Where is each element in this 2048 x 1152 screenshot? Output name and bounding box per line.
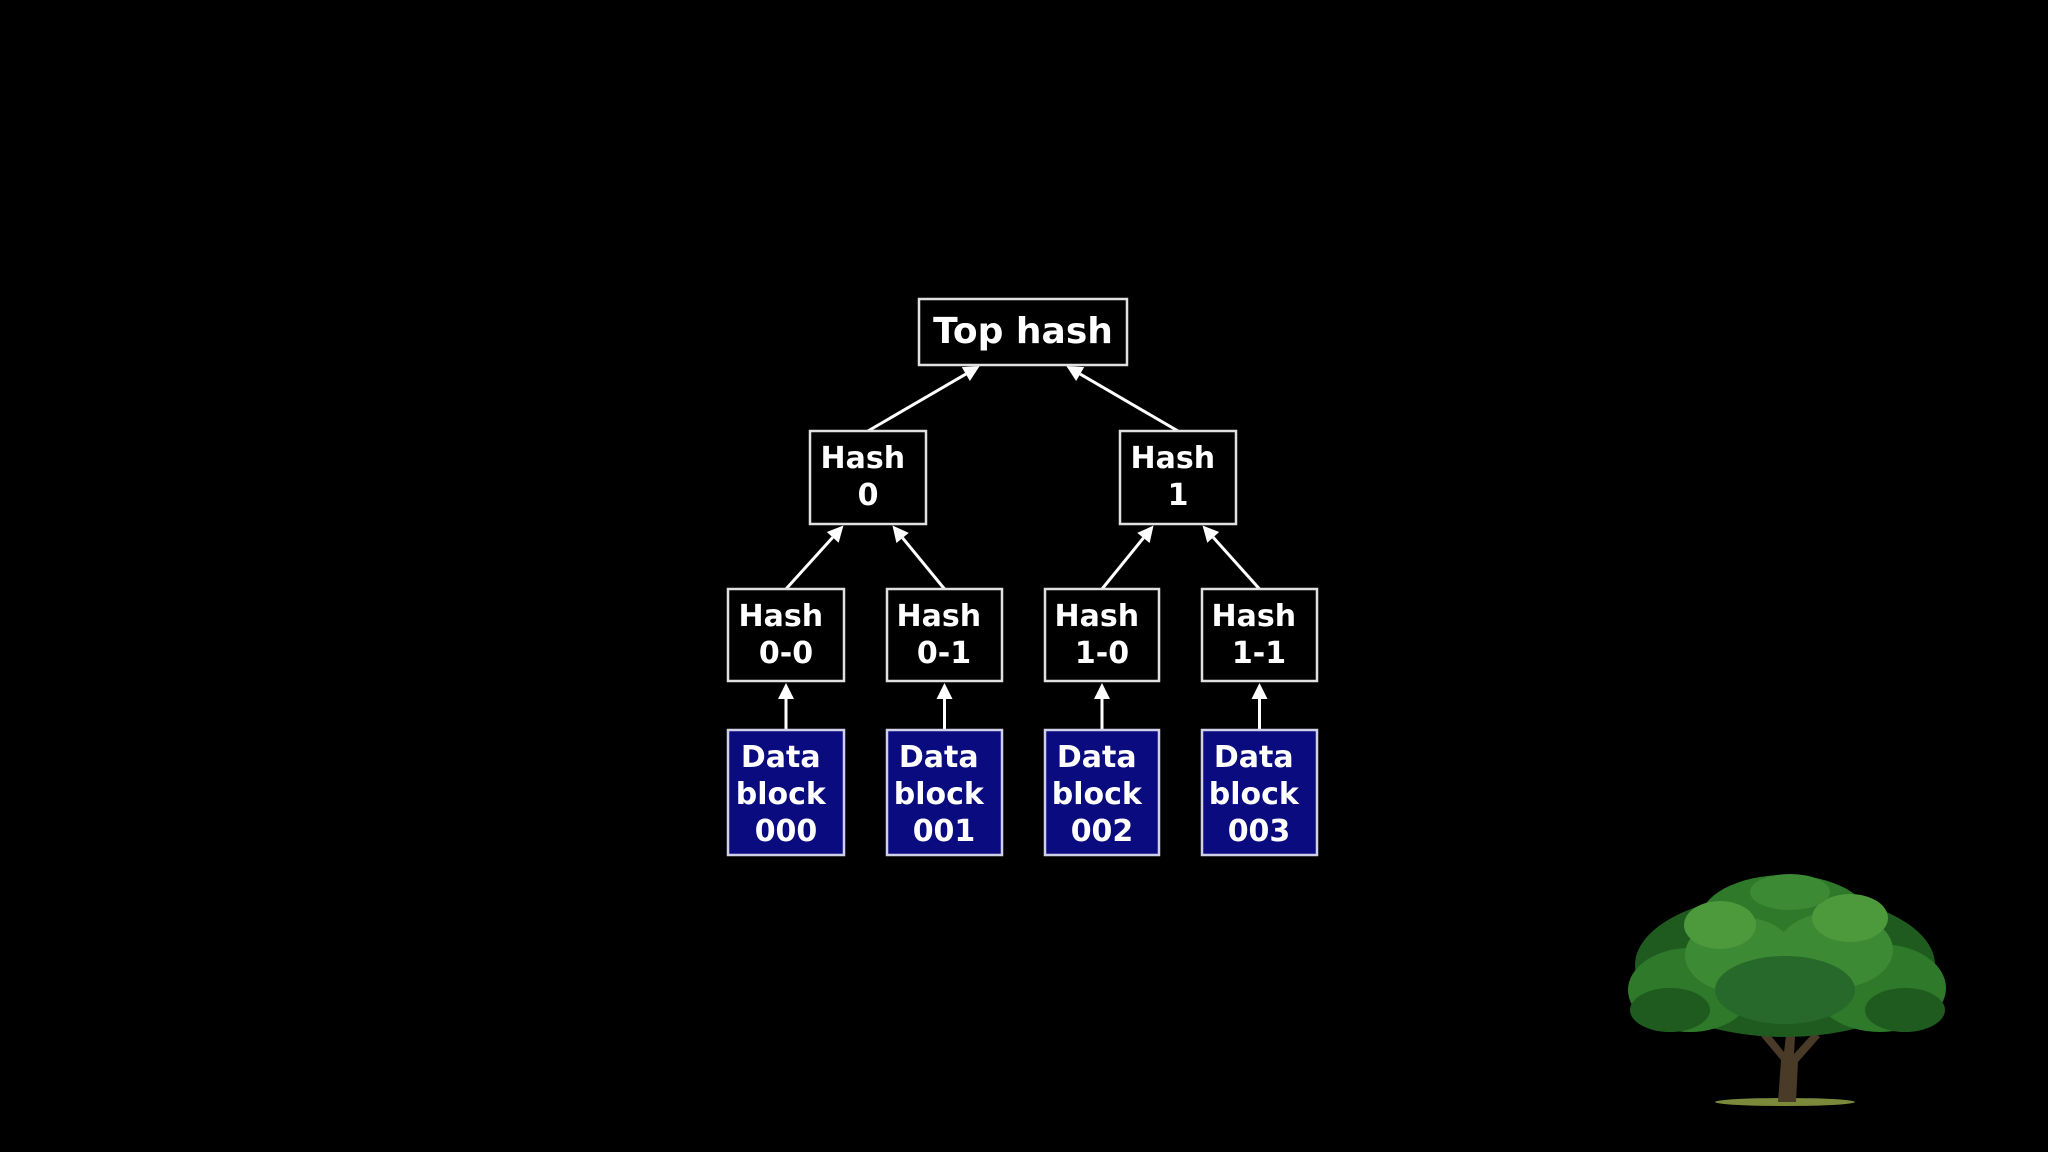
node-data-block-003-line-2: block bbox=[1209, 777, 1300, 812]
tree-icon bbox=[1628, 874, 1946, 1106]
node-hash-0-0-line-2: 0-0 bbox=[759, 636, 813, 671]
node-hash-1-0: Hash 1-0 bbox=[1043, 587, 1161, 683]
node-data-block-001-line-1: Data bbox=[899, 740, 979, 775]
edge-h0-to-top bbox=[867, 372, 967, 433]
node-data-block-002-line-3: 002 bbox=[1071, 814, 1134, 849]
arrowhead-d001-to-h01 bbox=[936, 683, 953, 699]
node-hash-1-line-1: Hash bbox=[1130, 441, 1215, 476]
node-hash-1-line-2: 1 bbox=[1168, 478, 1189, 513]
node-hash-1-1-line-2: 1-1 bbox=[1232, 636, 1286, 671]
svg-text:Hash 1-1: Hash 1-1 bbox=[1211, 599, 1306, 671]
arrowhead-h0-to-top bbox=[961, 366, 980, 381]
node-hash-0-1: Hash 0-1 bbox=[885, 587, 1004, 683]
arrowhead-h00-to-h0 bbox=[826, 525, 844, 543]
node-data-block-002-line-1: Data bbox=[1057, 740, 1137, 775]
node-hash-1-1: Hash 1-1 bbox=[1200, 587, 1319, 683]
node-hash-0-line-2: 0 bbox=[858, 478, 879, 513]
svg-text:Hash 0-1: Hash 0-1 bbox=[896, 599, 991, 671]
node-data-block-003-line-3: 003 bbox=[1228, 814, 1291, 849]
node-hash-0: Hash 0 bbox=[808, 429, 928, 526]
node-data-block-001: Data block 001 bbox=[885, 728, 1004, 857]
node-hash-0-0: Hash 0-0 bbox=[726, 587, 846, 683]
arrowhead-h11-to-h1 bbox=[1202, 525, 1220, 543]
arrowhead-h1-to-top bbox=[1066, 366, 1085, 381]
node-data-block-001-line-2: block bbox=[894, 777, 985, 812]
svg-text:Data block 000: Data block 000 bbox=[736, 740, 837, 849]
node-data-block-002-line-2: block bbox=[1052, 777, 1143, 812]
svg-text:Hash 0-0: Hash 0-0 bbox=[738, 599, 833, 671]
edge-h00-to-h0 bbox=[784, 536, 834, 591]
arrowhead-d002-to-h10 bbox=[1094, 683, 1110, 699]
node-data-block-003-line-1: Data bbox=[1214, 740, 1294, 775]
node-data-block-001-line-3: 001 bbox=[913, 814, 976, 849]
svg-text:Hash 0: Hash 0 bbox=[820, 441, 915, 513]
node-hash-0-1-line-2: 0-1 bbox=[917, 636, 971, 671]
arrowhead-d003-to-h11 bbox=[1251, 683, 1268, 699]
tree-foliage bbox=[1628, 874, 1946, 1037]
node-top-hash: Top hash bbox=[917, 297, 1129, 367]
svg-text:Hash 1-0: Hash 1-0 bbox=[1054, 599, 1149, 671]
node-data-block-000: Data block 000 bbox=[726, 728, 846, 857]
svg-text:Data block 002: Data block 002 bbox=[1052, 740, 1153, 849]
node-data-block-003: Data block 003 bbox=[1200, 728, 1319, 857]
node-data-block-002: Data block 002 bbox=[1043, 728, 1161, 857]
node-data-block-000-line-1: Data bbox=[741, 740, 821, 775]
node-hash-1-0-line-2: 1-0 bbox=[1075, 636, 1129, 671]
arrowhead-d000-to-h00 bbox=[778, 683, 794, 699]
node-data-block-000-line-2: block bbox=[736, 777, 827, 812]
node-hash-1-0-line-1: Hash bbox=[1054, 599, 1139, 634]
edge-h11-to-h1 bbox=[1212, 536, 1261, 591]
svg-text:Data block 001: Data block 001 bbox=[894, 740, 995, 849]
node-hash-1: Hash 1 bbox=[1118, 429, 1238, 526]
arrowhead-h01-to-h0 bbox=[892, 525, 909, 543]
node-hash-0-0-line-1: Hash bbox=[738, 599, 823, 634]
node-hash-0-line-1: Hash bbox=[820, 441, 905, 476]
edge-h1-to-top bbox=[1079, 372, 1179, 433]
node-hash-0-1-line-1: Hash bbox=[896, 599, 981, 634]
node-top-hash-label: Top hash bbox=[933, 311, 1113, 352]
node-hash-1-1-line-1: Hash bbox=[1211, 599, 1296, 634]
node-data-block-000-line-3: 000 bbox=[755, 814, 818, 849]
svg-text:Hash 1: Hash 1 bbox=[1130, 441, 1225, 513]
tree-trunk bbox=[1760, 1020, 1820, 1102]
svg-text:Top hash: Top hash bbox=[933, 311, 1113, 352]
edges-layer bbox=[778, 366, 1268, 730]
arrowhead-h10-to-h1 bbox=[1137, 525, 1154, 544]
edge-h01-to-h0 bbox=[901, 536, 946, 590]
svg-text:Data block 003: Data block 003 bbox=[1209, 740, 1310, 849]
edge-h10-to-h1 bbox=[1100, 537, 1145, 590]
